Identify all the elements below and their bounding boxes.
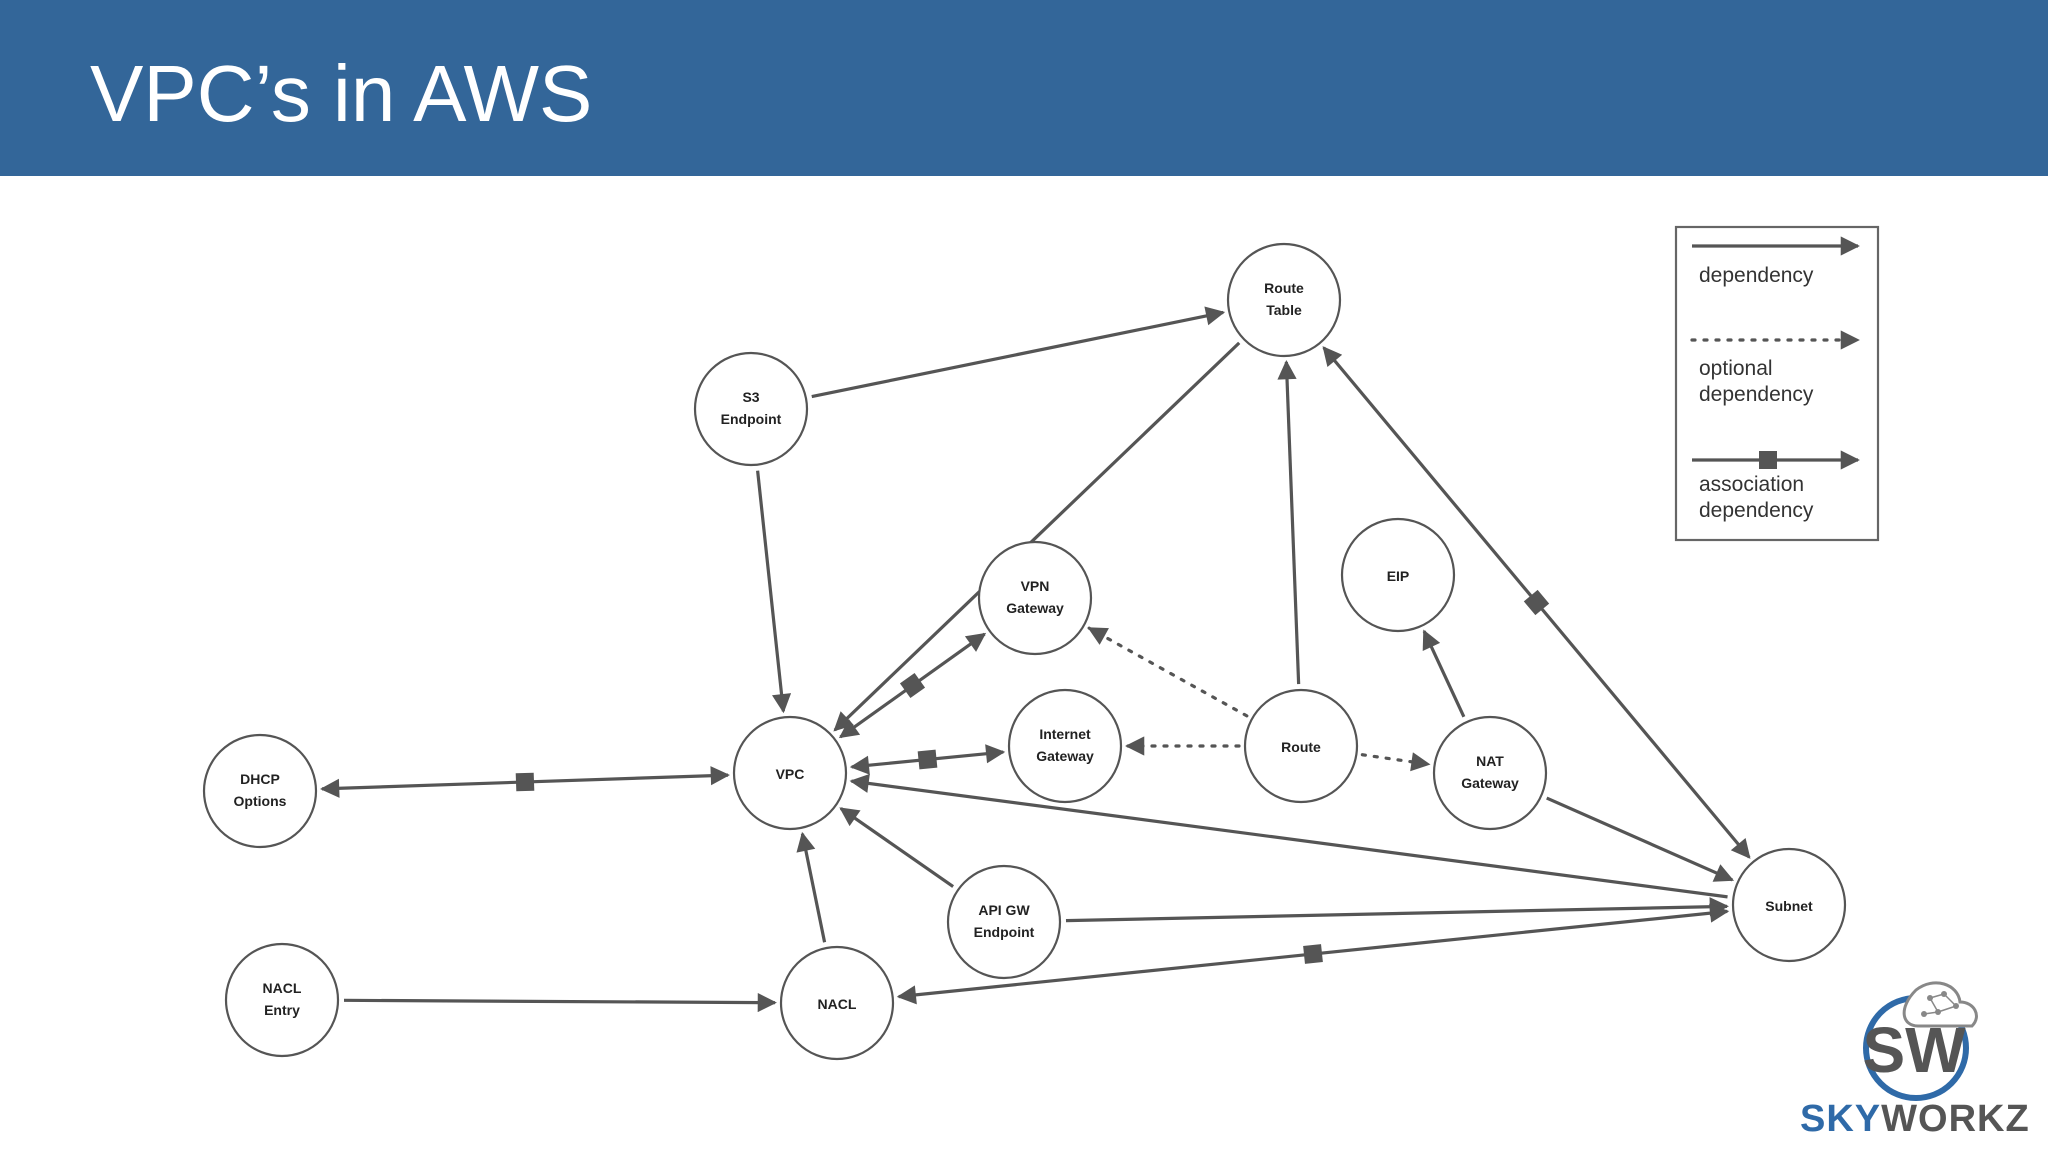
legend-association-square — [1759, 451, 1777, 469]
node-label: NACL — [263, 980, 302, 996]
node-api-gw-endpoint[interactable]: API GW Endpoint — [946, 864, 1062, 980]
node-nacl[interactable]: NACL — [779, 945, 895, 1061]
edge-layer — [320, 306, 1751, 1013]
logo-brand-sky: SKY — [1800, 1098, 1882, 1140]
node-label: Entry — [264, 1002, 300, 1018]
association-marker — [1523, 589, 1550, 616]
node-layer: Route Table S3 Endpoint VPN Gateway EIP … — [202, 242, 1847, 1061]
node-vpc[interactable]: VPC — [732, 715, 848, 831]
edge-nacl-entry-to-nacl — [343, 992, 777, 1013]
node-eip[interactable]: EIP — [1340, 517, 1456, 633]
logo-brand-workz: WORKZ — [1881, 1098, 2030, 1140]
skyworkz-logo: SW — [1862, 981, 1978, 1101]
legend-dependency-label: dependency — [1699, 264, 1814, 287]
node-label: EIP — [1387, 568, 1410, 584]
legend-association-label: dependency — [1699, 499, 1814, 522]
node-label: Route — [1281, 739, 1321, 755]
edge-subnet-to-vpc — [849, 773, 1728, 899]
edge-api-gw-endpoint-to-subnet — [1065, 897, 1729, 923]
node-label: Endpoint — [974, 924, 1035, 940]
node-label: NAT — [1476, 753, 1504, 769]
association-marker — [515, 772, 535, 792]
node-label: DHCP — [240, 771, 280, 787]
cloud-network-icon — [1863, 981, 1978, 1101]
edge-nacl-to-vpc — [796, 831, 827, 943]
title-bar: VPC’s in AWS — [0, 0, 2048, 176]
edge-s3-endpoint-to-route-table — [811, 306, 1226, 399]
node-label: S3 — [742, 389, 759, 405]
legend-optional-label: optional — [1699, 357, 1773, 380]
node-label: Gateway — [1036, 748, 1094, 764]
logo-monogram: SW — [1862, 1014, 1966, 1086]
node-label: VPC — [776, 766, 805, 782]
node-route-table[interactable]: Route Table — [1226, 242, 1342, 358]
node-label: Subnet — [1765, 898, 1813, 914]
association-marker — [899, 672, 926, 699]
legend-optional-label: dependency — [1699, 383, 1814, 406]
node-label: NACL — [818, 996, 857, 1012]
node-label: Gateway — [1461, 775, 1519, 791]
association-marker — [917, 749, 938, 770]
node-route[interactable]: Route — [1243, 688, 1359, 804]
node-s3-endpoint[interactable]: S3 Endpoint — [693, 351, 809, 467]
node-label: Table — [1266, 302, 1302, 318]
edge-s3-endpoint-to-vpc — [756, 470, 792, 714]
edge-route-to-vpn-gateway — [1087, 626, 1249, 718]
edge-api-gw-endpoint-to-vpc — [839, 807, 955, 888]
node-internet-gateway[interactable]: Internet Gateway — [1007, 688, 1123, 804]
legend-association-label: association — [1699, 473, 1804, 496]
slide-title: VPC’s in AWS — [90, 49, 593, 138]
node-dhcp-options[interactable]: DHCP Options — [202, 733, 318, 849]
node-vpn-gateway[interactable]: VPN Gateway — [977, 540, 1093, 656]
node-nat-gateway[interactable]: NAT Gateway — [1432, 715, 1548, 831]
legend: dependency optional dependency associati… — [1674, 225, 1880, 542]
edge-route-table-to-vpc — [833, 341, 1241, 732]
node-label: Route — [1264, 280, 1304, 296]
node-label: Options — [234, 793, 287, 809]
node-label: Gateway — [1006, 600, 1064, 616]
node-label: Internet — [1039, 726, 1091, 742]
node-subnet[interactable]: Subnet — [1731, 847, 1847, 963]
edge-nat-gateway-to-subnet — [1546, 796, 1735, 882]
association-marker — [1303, 944, 1323, 964]
node-label: VPN — [1021, 578, 1050, 594]
edge-nat-gateway-to-eip — [1422, 629, 1466, 718]
node-label: Endpoint — [721, 411, 782, 427]
edge-route-to-nat-gateway — [1360, 752, 1431, 772]
node-label: API GW — [978, 902, 1030, 918]
node-nacl-entry[interactable]: NACL Entry — [224, 942, 340, 1058]
edge-route-to-route-table — [1277, 360, 1301, 685]
logo-brand-text: SKYWORKZ — [1800, 1098, 2030, 1141]
